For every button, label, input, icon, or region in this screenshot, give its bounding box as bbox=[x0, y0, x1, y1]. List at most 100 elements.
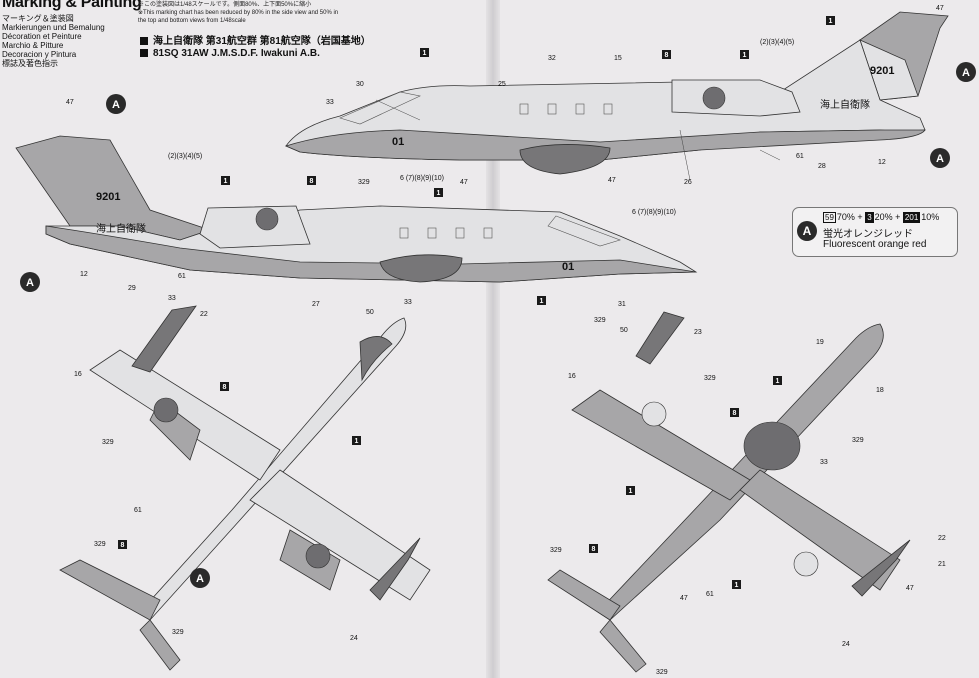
htail-right-top bbox=[139, 619, 181, 671]
mix-code-2: 3 bbox=[865, 212, 874, 223]
callout-a-upper-tail: A bbox=[956, 62, 976, 82]
roundel-bottom-left bbox=[641, 401, 667, 427]
callout-47-e: 47 bbox=[906, 585, 914, 592]
callout-a-upper-belly: A bbox=[930, 148, 950, 168]
decal-square-1-d bbox=[221, 176, 230, 185]
callout-18-top: 33 bbox=[404, 299, 412, 306]
wing-right-bottom bbox=[739, 469, 901, 591]
decal-callout-upper: (2)(3)(4)(5) bbox=[760, 39, 794, 46]
roundel-top-left bbox=[153, 397, 179, 423]
callout-12-b: 12 bbox=[80, 271, 88, 278]
callout-25: 25 bbox=[498, 81, 506, 88]
fuselage-bottom bbox=[597, 323, 884, 621]
top-view: A 1 8 8 bbox=[59, 305, 431, 671]
callout-329-g: 329 bbox=[852, 437, 864, 444]
tip-tank-left-top bbox=[131, 305, 197, 373]
kanji-marking-upper: 海上自衛隊 bbox=[820, 98, 870, 111]
callout-30: 30 bbox=[356, 81, 364, 88]
callout-329-b: 329 bbox=[594, 317, 606, 324]
decal-square-1-b bbox=[740, 50, 749, 59]
hinomaru-roundel-lower bbox=[255, 207, 279, 231]
numeric-callouts: 47 47 47 47 25 32 15 30 33 329 26 28 61 … bbox=[66, 5, 946, 676]
lead-line-2 bbox=[375, 99, 421, 121]
kanji-marking-lower: 海上自衛隊 bbox=[96, 222, 146, 235]
callout-19: 19 bbox=[816, 339, 824, 346]
decal-square-1-g bbox=[352, 436, 361, 445]
callout-61-b: 61 bbox=[178, 273, 186, 280]
callout-61-c: 61 bbox=[134, 507, 142, 514]
callout-a-lower-tail: A bbox=[106, 94, 126, 114]
htail-left-bottom bbox=[547, 569, 621, 621]
htail-left-top bbox=[59, 559, 161, 621]
ventral-patch-upper bbox=[519, 144, 611, 175]
legend-callout-a: A bbox=[797, 221, 817, 241]
window-lower-4 bbox=[483, 227, 493, 239]
svg-text:1: 1 bbox=[224, 178, 228, 185]
fuselage-lower-stripe bbox=[45, 225, 697, 283]
callout-15: 15 bbox=[614, 55, 622, 62]
page-title: Marking & Painting bbox=[2, 0, 142, 11]
lead-line-3 bbox=[679, 129, 691, 181]
mix-pct-1: 70% bbox=[836, 212, 855, 222]
svg-text:1: 1 bbox=[629, 488, 633, 495]
ventral-patch-lower bbox=[379, 254, 463, 283]
roundel-bottom-right bbox=[793, 551, 819, 577]
language-list: マーキング＆塗装図 Markierungen und Bemalung Déco… bbox=[2, 14, 105, 68]
windshield-upper bbox=[339, 91, 421, 125]
mix-pct-3: 10% bbox=[921, 212, 940, 222]
engine-nacelle-lower bbox=[199, 205, 311, 249]
svg-text:8: 8 bbox=[665, 52, 669, 59]
callout-47-b: 47 bbox=[936, 5, 944, 12]
callout-23: 23 bbox=[694, 329, 702, 336]
svg-text:1: 1 bbox=[743, 52, 747, 59]
callout-50-b: 50 bbox=[620, 327, 628, 334]
lang-zh: 標誌及著色指示 bbox=[2, 59, 58, 68]
svg-text:1: 1 bbox=[423, 50, 427, 57]
svg-text:8: 8 bbox=[733, 410, 737, 417]
decal-square-8-c bbox=[220, 382, 229, 391]
svg-text:1: 1 bbox=[437, 190, 441, 197]
decal-square-1-i bbox=[626, 486, 635, 495]
ventral-patch-bottom bbox=[743, 421, 801, 471]
side-profile-lower: 9201 海上自衛隊 01 A A (2)(3)(4)(5) 6 (7)(8)(… bbox=[15, 94, 698, 305]
decal-square-8-d bbox=[118, 540, 127, 549]
callout-31: 31 bbox=[618, 301, 626, 308]
decal-nose-callout-upper: 6 (7)(8)(9)(10) bbox=[400, 175, 444, 182]
windshield-lower bbox=[547, 215, 621, 247]
tail-number-upper: 9201 bbox=[870, 65, 894, 77]
callout-16-a: 16 bbox=[74, 371, 82, 378]
svg-text:1: 1 bbox=[355, 438, 359, 445]
callout-329-h: 329 bbox=[656, 669, 668, 676]
paint-name-jp: 蛍光オレンジレッド bbox=[823, 229, 913, 240]
tip-tank-right-bottom bbox=[851, 539, 911, 597]
decal-square-8-e bbox=[730, 408, 739, 417]
hinomaru-roundel-upper bbox=[702, 86, 726, 110]
callout-22-b: 22 bbox=[938, 535, 946, 542]
wing-left-top bbox=[89, 349, 281, 481]
decal-square-1-c bbox=[826, 16, 835, 25]
callout-47-f: 47 bbox=[680, 595, 688, 602]
decal-callout-lower: (2)(3)(4)(5) bbox=[168, 153, 202, 160]
callout-32: 32 bbox=[548, 55, 556, 62]
window-upper-3 bbox=[575, 103, 585, 115]
mix-code-1: 59 bbox=[823, 212, 836, 223]
unit-name-jp: 海上自衛隊 第31航空群 第81航空隊（岩国基地） bbox=[140, 32, 371, 47]
svg-text:8: 8 bbox=[310, 178, 314, 185]
callout-21: 21 bbox=[938, 561, 946, 568]
decal-square-1-f bbox=[537, 296, 546, 305]
nose-number-upper: 01 bbox=[392, 136, 404, 148]
callout-329-d: 329 bbox=[94, 541, 106, 548]
callout-329-e: 329 bbox=[172, 629, 184, 636]
scale-note-jp: ※この塗装図は1/48スケールです。側面80%、上下面50%に縮小 bbox=[138, 2, 312, 8]
lang-de: Markierungen und Bemalung bbox=[2, 23, 105, 32]
callout-a-top-view: A bbox=[190, 568, 210, 588]
tail-number-lower: 9201 bbox=[96, 191, 120, 203]
htail-right-bottom bbox=[599, 619, 647, 673]
svg-text:8: 8 bbox=[223, 384, 227, 391]
lang-ja: マーキング＆塗装図 bbox=[2, 14, 74, 23]
decal-square-1-h bbox=[773, 376, 782, 385]
callout-329-c: 329 bbox=[102, 439, 114, 446]
